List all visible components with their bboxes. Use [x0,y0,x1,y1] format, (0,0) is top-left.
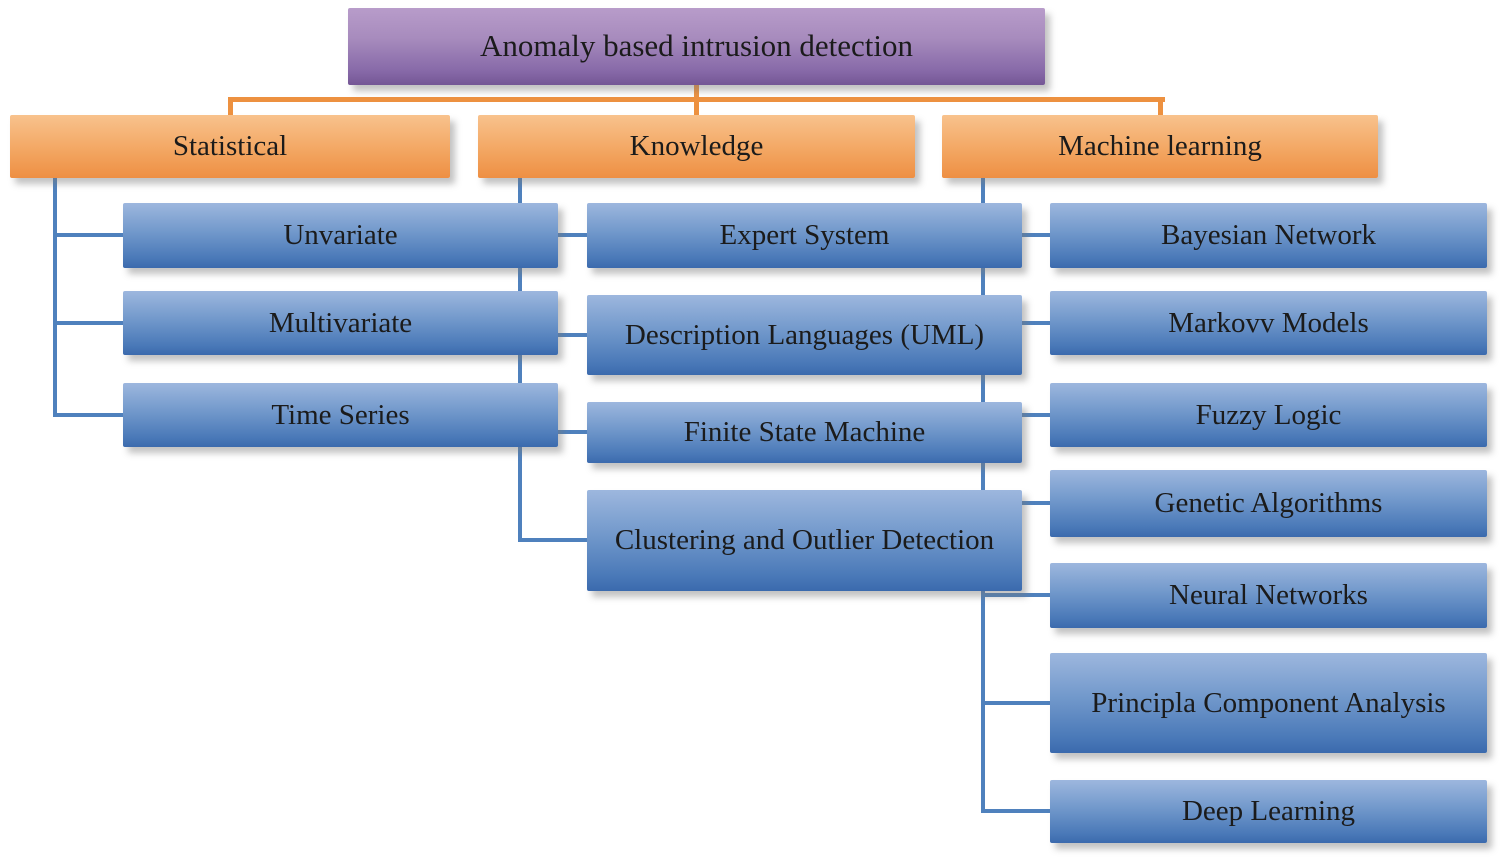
node-description-languages: Description Languages (UML) [587,295,1022,375]
node-knowledge: Knowledge [478,115,915,178]
node-neural-networks: Neural Networks [1050,563,1487,628]
node-machine-learning: Machine learning [942,115,1378,178]
node-multivariate: Multivariate [123,291,558,355]
connector-statistical-stub-time-series [53,413,123,417]
connector-statistical-stub-multivariate [53,321,123,325]
node-fuzzy-logic: Fuzzy Logic [1050,383,1487,447]
node-finite-state-machine: Finite State Machine [587,402,1022,463]
node-expert-system: Expert System [587,203,1022,268]
node-clustering-outlier-detection: Clustering and Outlier Detection [587,490,1022,591]
connector-ml-stub-neural [981,593,1054,597]
connector-ml-stub-pca [981,701,1054,705]
node-markovv-models: Markovv Models [1050,291,1487,355]
node-root: Anomaly based intrusion detection [348,8,1045,85]
connector-orange-center-stub [694,85,699,117]
connector-orange-left-elbow [228,97,233,117]
node-genetic-algorithms: Genetic Algorithms [1050,470,1487,537]
connector-knowledge-stub-clustering [518,538,591,542]
node-unvariate: Unvariate [123,203,558,268]
node-bayesian-network: Bayesian Network [1050,203,1487,268]
node-deep-learning: Deep Learning [1050,780,1487,843]
connector-statistical-vertical [53,177,57,417]
node-statistical: Statistical [10,115,450,178]
connector-knowledge-vertical [518,177,522,542]
connector-statistical-stub-unvariate [53,233,123,237]
node-time-series: Time Series [123,383,558,447]
connector-orange-right-elbow [1158,97,1163,117]
node-principla-component-analysis: Principla Component Analysis [1050,653,1487,753]
connector-ml-stub-deep-learning [981,809,1054,813]
